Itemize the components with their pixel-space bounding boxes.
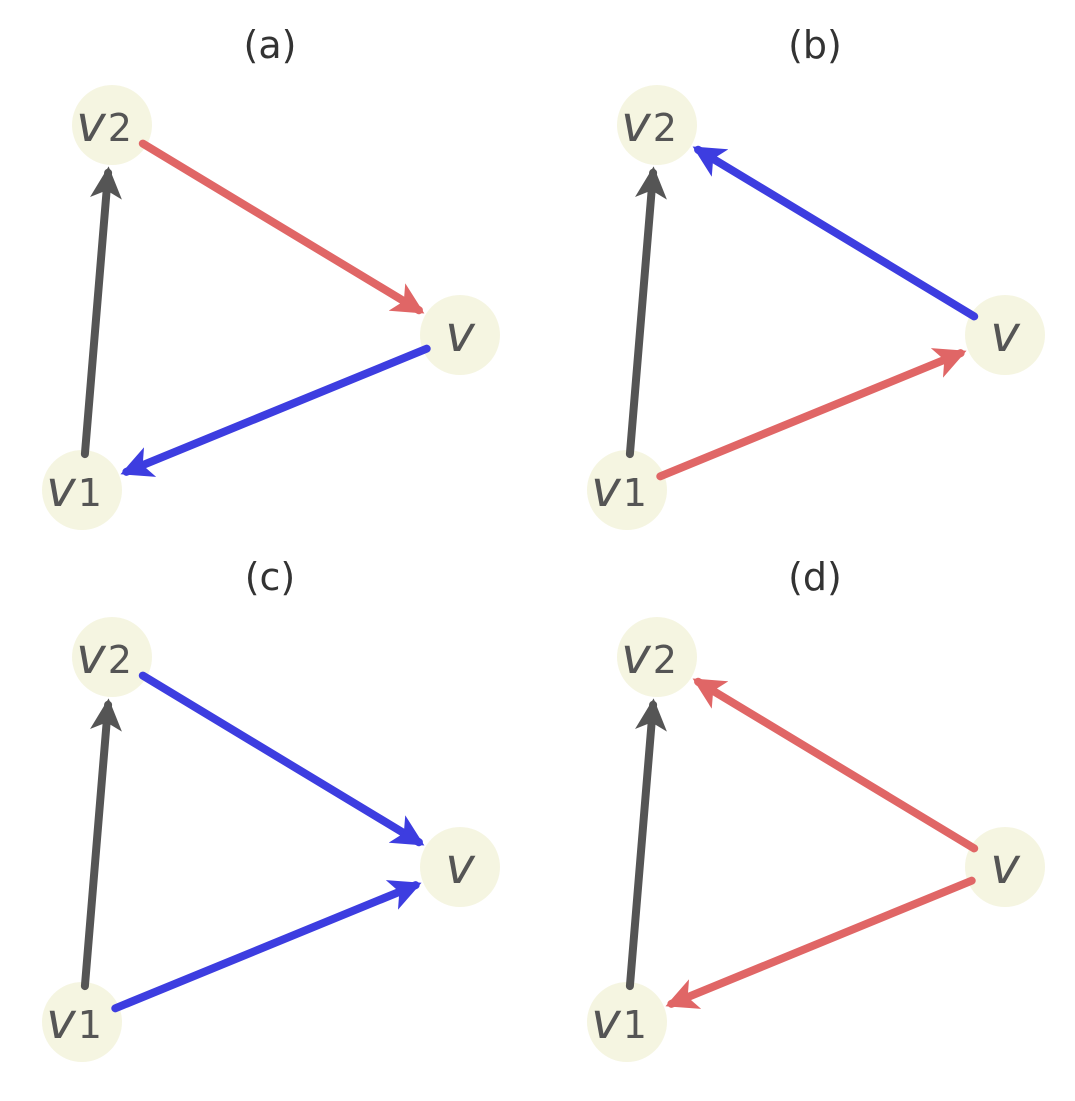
panel-title: (a): [244, 23, 297, 67]
node-v: [420, 827, 500, 907]
edge-v1-to-v: [111, 880, 422, 1013]
edge-v1-to-v2: [625, 698, 667, 991]
node-v: [965, 295, 1045, 375]
edge-v1-to-v: [656, 348, 967, 481]
node-label-v: v: [445, 837, 476, 895]
node-label-v1: v1: [46, 992, 102, 1050]
node-label-v: v: [445, 305, 476, 363]
panel-title: (b): [788, 23, 842, 67]
edge-v2-to-v: [138, 139, 425, 315]
edge-v-to-v2: [692, 145, 979, 321]
edge-v1-to-v2: [80, 698, 122, 991]
edge-v1-to-v2: [625, 166, 667, 459]
node-label-v: v: [990, 305, 1021, 363]
node-v1: [42, 450, 122, 530]
edge-v-to-v1: [665, 876, 976, 1009]
edge-v-to-v1: [120, 344, 431, 477]
node-label-v2: v2: [621, 95, 677, 153]
panel-title: (d): [788, 555, 842, 599]
node-v2: [72, 85, 152, 165]
edge-v2-to-v: [138, 671, 425, 847]
edge-v1-to-v2: [80, 166, 122, 459]
node-v: [420, 295, 500, 375]
node-v: [965, 827, 1045, 907]
node-v2: [72, 617, 152, 697]
node-v1: [42, 982, 122, 1062]
node-v1: [587, 450, 667, 530]
edge-v-to-v2: [692, 677, 979, 853]
node-v2: [617, 617, 697, 697]
node-label-v: v: [990, 837, 1021, 895]
node-v2: [617, 85, 697, 165]
panel-title: (c): [245, 555, 296, 599]
node-v1: [587, 982, 667, 1062]
